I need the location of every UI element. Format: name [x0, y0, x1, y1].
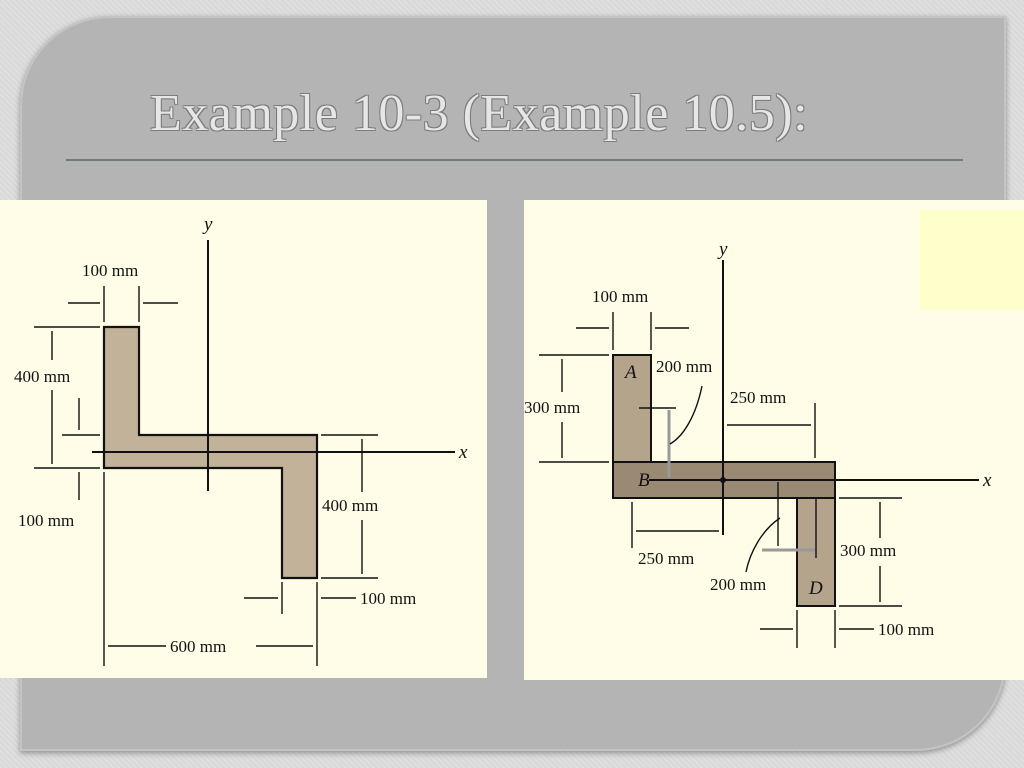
dim-bottom-width: 100 mm [878, 620, 934, 639]
x-axis-label: x [982, 470, 992, 491]
dim-right-height: 400 mm [322, 496, 378, 515]
point-b-label: B [638, 470, 650, 491]
dim-right-height: 300 mm [840, 541, 896, 560]
x-axis-label: x [458, 442, 468, 463]
dim-left-height: 400 mm [14, 367, 70, 386]
slide-title: Example 10-3 (Example 10.5): [150, 85, 809, 142]
dim-right-width: 100 mm [360, 589, 416, 608]
dim-left-bottom: 100 mm [18, 511, 74, 530]
dim-offset-bottom: 250 mm [638, 549, 694, 568]
dim-left-height: 300 mm [524, 398, 580, 417]
title-underline [66, 159, 963, 161]
right-decomposed-diagram: y x A B D 100 mm 300 mm 200 mm 250 mm 25… [524, 239, 992, 648]
left-z-section-diagram: y x 100 mm 400 mm 100 mm 400 mm 100 mm [14, 214, 468, 666]
dim-top-width: 100 mm [82, 261, 138, 280]
dim-bottom-width: 600 mm [170, 637, 226, 656]
highlight-note-box [920, 210, 1024, 310]
y-axis-label: y [202, 214, 213, 235]
y-axis-label: y [717, 239, 728, 260]
origin-point [720, 477, 726, 483]
point-d-label: D [808, 578, 823, 599]
dim-centroid-a: 200 mm [656, 357, 712, 376]
dim-offset-top: 250 mm [730, 388, 786, 407]
dim-centroid-d: 200 mm [710, 575, 766, 594]
left-figure-panel: y x 100 mm 400 mm 100 mm 400 mm 100 mm [0, 200, 487, 678]
dim-top-width: 100 mm [592, 287, 648, 306]
point-a-label: A [623, 362, 637, 383]
